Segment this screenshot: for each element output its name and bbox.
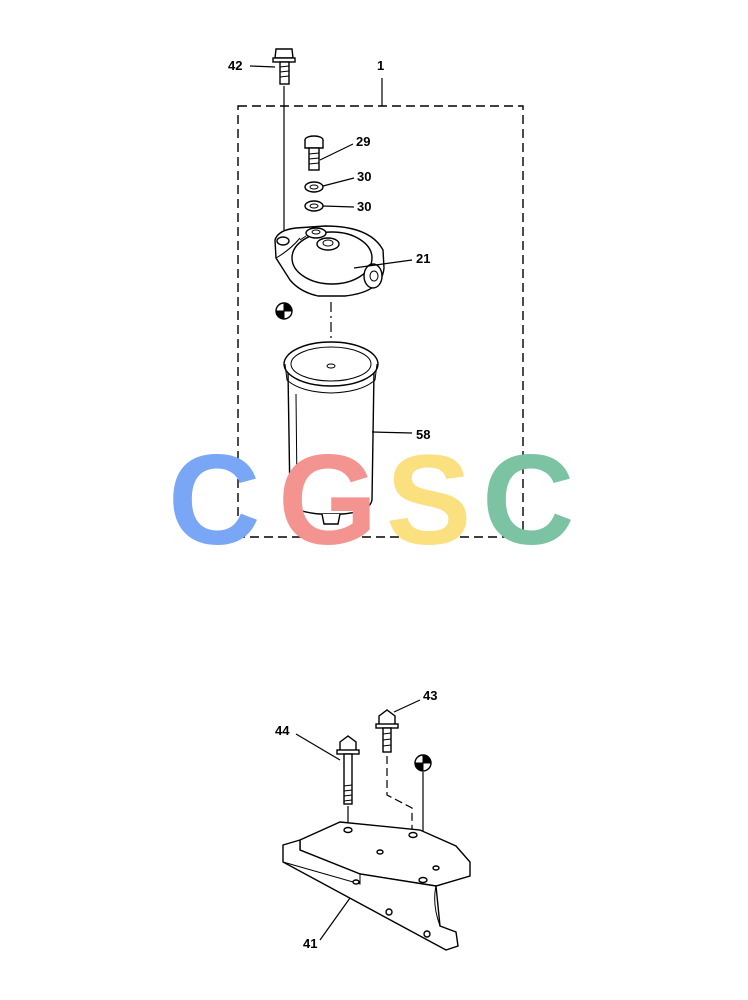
bracket-41 <box>282 821 471 951</box>
bolt-29 <box>304 135 324 171</box>
leader-44 <box>295 733 341 761</box>
callout-58: 58 <box>416 427 430 442</box>
filter-head-21 <box>274 225 385 297</box>
callout-30-lower: 30 <box>357 199 371 214</box>
bolt-44 <box>336 735 360 826</box>
leader-41 <box>319 897 351 941</box>
leader-43 <box>393 699 421 713</box>
watermark-letter-4: C <box>482 429 574 572</box>
leader-30-lower <box>322 205 355 208</box>
filter-bowl-58 <box>283 341 379 525</box>
callout-21: 21 <box>416 251 430 266</box>
callout-30-upper: 30 <box>357 169 371 184</box>
reference-symbol-upper <box>275 302 293 320</box>
washer-30-lower <box>304 200 324 212</box>
bolt-42 <box>272 48 296 238</box>
bolt-43 <box>375 709 399 753</box>
watermark-letter-1: C <box>168 429 260 572</box>
leader-29 <box>319 143 354 161</box>
washer-30-upper <box>304 181 324 193</box>
watermark-letter-3: S <box>386 429 471 572</box>
leader-58 <box>371 431 413 434</box>
callout-1: 1 <box>377 58 384 73</box>
callout-43: 43 <box>423 688 437 703</box>
callout-44: 44 <box>275 723 290 738</box>
leader-42 <box>249 65 276 68</box>
leader-30-upper <box>322 177 355 187</box>
assembly-boundary <box>237 105 524 538</box>
watermark-letter-2: G <box>278 429 378 572</box>
callout-29: 29 <box>356 134 370 149</box>
center-line-43 <box>386 756 413 830</box>
leader-21 <box>353 259 413 269</box>
callout-42: 42 <box>228 58 242 73</box>
reference-symbol-lower <box>414 754 432 878</box>
watermark-logo: C G S C <box>168 429 574 572</box>
callout-41: 41 <box>303 936 317 951</box>
